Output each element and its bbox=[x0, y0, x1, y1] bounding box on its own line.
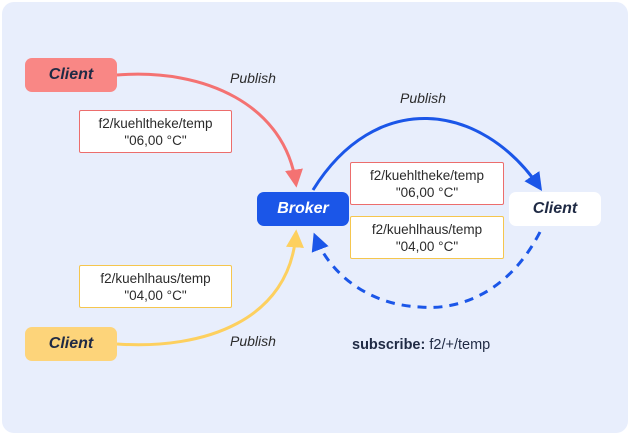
message-box-forward-top: f2/kuehltheke/temp "06,00 °C" bbox=[350, 162, 504, 205]
publisher-client-top: Client bbox=[25, 58, 117, 92]
subscriber-client: Client bbox=[509, 192, 601, 226]
publish-arrow-forward bbox=[311, 117, 543, 191]
message-box-publish-top: f2/kuehltheke/temp "06,00 °C" bbox=[79, 110, 232, 153]
publisher-client-bottom: Client bbox=[25, 327, 117, 361]
message-value: "06,00 °C" bbox=[124, 133, 187, 148]
message-box-forward-bottom: f2/kuehlhaus/temp "04,00 °C" bbox=[350, 216, 504, 259]
message-topic: f2/kuehlhaus/temp bbox=[100, 271, 211, 286]
publish-arrow-bottom bbox=[116, 229, 304, 347]
message-topic: f2/kuehltheke/temp bbox=[98, 116, 213, 131]
message-value: "06,00 °C" bbox=[395, 185, 459, 200]
message-value: "04,00 °C" bbox=[124, 288, 187, 303]
publish-label-forward: Publish bbox=[400, 90, 446, 106]
message-topic: f2/kuehltheke/temp bbox=[369, 168, 485, 183]
subscribe-keyword: subscribe: bbox=[352, 337, 426, 353]
subscription-label: subscribe: f2/+/temp bbox=[352, 337, 490, 353]
subscribe-arrow bbox=[311, 231, 542, 309]
subscribe-topic: f2/+/temp bbox=[429, 337, 491, 353]
message-value: "04,00 °C" bbox=[395, 239, 459, 254]
publish-label-bottom: Publish bbox=[230, 333, 276, 349]
publish-label-top: Publish bbox=[230, 70, 276, 86]
message-topic: f2/kuehlhaus/temp bbox=[371, 222, 483, 237]
broker-node: Broker bbox=[257, 192, 349, 226]
publish-arrow-top bbox=[116, 72, 303, 188]
message-box-publish-bottom: f2/kuehlhaus/temp "04,00 °C" bbox=[79, 265, 232, 308]
